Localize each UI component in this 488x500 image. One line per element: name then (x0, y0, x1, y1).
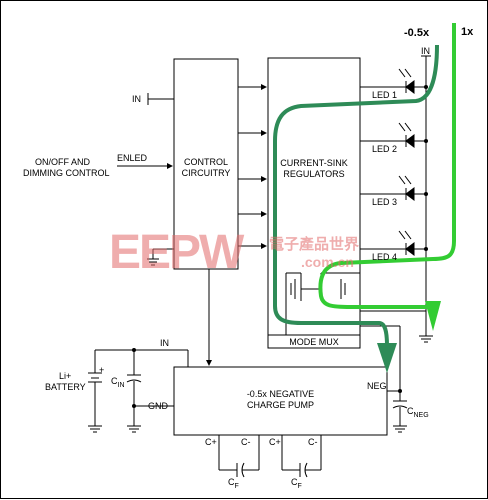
watermark-domain: .com.cn (301, 254, 354, 270)
pump-label-1: -0.5x NEGATIVE (246, 389, 315, 399)
led1-label: LED 1 (372, 90, 398, 100)
led-rays (398, 68, 412, 240)
battery-label-1: Li+ (59, 371, 72, 381)
onoff-label-1: ON/OFF AND (35, 157, 91, 167)
led3-label: LED 3 (372, 197, 398, 207)
control-label-2: CIRCUITRY (181, 168, 231, 178)
pump-cplus-1: C+ (205, 437, 217, 447)
battery-plus: + (99, 365, 105, 375)
enled-label: ENLED (117, 153, 148, 163)
mode-mux-label: MODE MUX (289, 337, 339, 347)
pump-cminus-2: C- (308, 437, 318, 447)
pump-neg-label: NEG (367, 381, 387, 391)
in-control-label: IN (132, 94, 141, 104)
neg-half-current-path (273, 44, 439, 347)
one-x-label: 1x (461, 26, 474, 38)
pump-cplus-2: C+ (269, 437, 281, 447)
one-x-current-path (318, 23, 456, 309)
cin-label: CIN (111, 376, 125, 389)
led2-label: LED 2 (372, 144, 398, 154)
neg-half-label: -0.5x (404, 27, 430, 39)
pump-cminus-1: C- (241, 437, 251, 447)
pump-label-2: CHARGE PUMP (246, 400, 314, 410)
current-sink-regulators-block (267, 57, 361, 349)
led-diodes (405, 80, 415, 256)
cf-label-2: CF (291, 477, 302, 490)
regulators-label-1: CURRENT-SINK (280, 158, 348, 168)
onoff-label-2: DIMMING CONTROL (23, 168, 110, 178)
cf-label-1: CF (228, 477, 239, 490)
pump-in-label: IN (160, 338, 169, 348)
battery-label-2: BATTERY (45, 382, 86, 392)
in-top-label: IN (421, 46, 430, 56)
control-circuitry-block (173, 58, 239, 270)
cneg-label: CNEG (407, 406, 429, 419)
regulators-label-2: REGULATORS (283, 169, 345, 179)
watermark-cn: 電子產品世界 (269, 236, 360, 253)
charge-pump-block (173, 366, 388, 436)
control-label-1: CONTROL (183, 157, 228, 167)
led4-label: LED 4 (372, 252, 398, 262)
pump-gnd-label: GND (148, 401, 168, 411)
watermark-logo: EEPW (109, 226, 244, 279)
